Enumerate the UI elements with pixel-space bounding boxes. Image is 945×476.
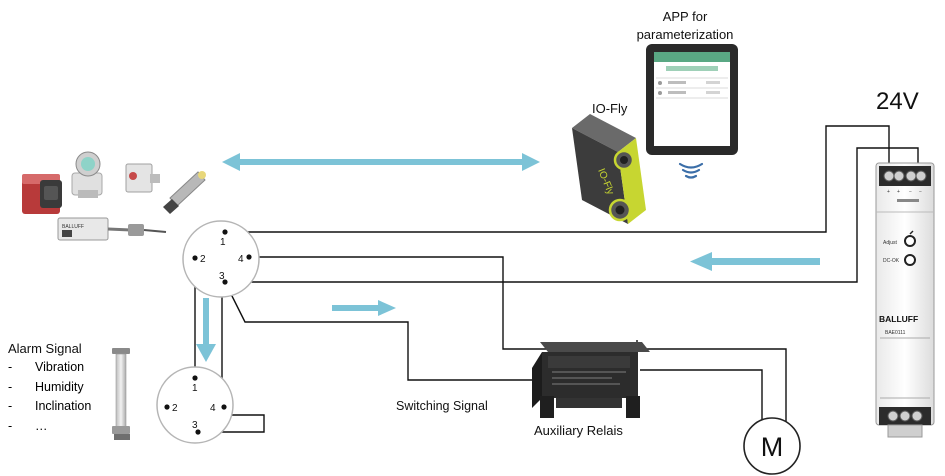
sensor-group: BALLUFF	[22, 151, 206, 241]
square-sensor	[125, 163, 160, 193]
power-supply-unit: + + − − Adjust DC-OK BALLUFF BAE0111	[875, 162, 935, 438]
pin-1-dot	[222, 229, 228, 235]
pin-1-label: 1	[192, 383, 198, 394]
list-item-text: Vibration	[35, 360, 85, 374]
pin-2-label: 2	[200, 254, 206, 265]
pin-1-dot	[192, 375, 198, 381]
wire-pin1-to-24v-plus	[225, 125, 890, 233]
terminal-mark-4: −	[919, 189, 922, 195]
list-dash: -	[8, 379, 13, 394]
pin-3-label: 3	[219, 271, 225, 282]
wire-pin3-to-switching	[224, 281, 540, 381]
alarm-signal-list: -Vibration -Humidity -Inclination -…	[8, 360, 91, 438]
arrows	[196, 153, 820, 362]
adjust-knob	[904, 235, 916, 247]
pin-2-dot	[164, 404, 170, 410]
arrow-from-power-supply	[690, 252, 820, 271]
pin-4-label: 4	[210, 403, 216, 414]
pin-3-dot	[222, 279, 228, 285]
alarm-signal-title: Alarm Signal	[8, 341, 82, 356]
ps-brand: BALLUFF	[879, 314, 918, 324]
adjust-label: Adjust	[883, 240, 898, 246]
list-item-text: …	[35, 418, 48, 433]
wire-relais-to-motor-right	[637, 348, 787, 422]
app-title-line2: parameterization	[636, 27, 734, 42]
auxiliary-relais	[532, 342, 650, 418]
connector-top: 1 2 3 4	[182, 220, 260, 298]
wire-pin3-to-bottom-connector	[198, 288, 265, 433]
list-item-text: Humidity	[35, 379, 84, 394]
app-title: APP for parameterization	[610, 8, 760, 44]
sensor-brand-text: BALLUFF	[62, 224, 84, 230]
wire-relais-to-motor-left	[640, 369, 763, 422]
terminal-mark-1: +	[887, 189, 890, 195]
list-dash: -	[8, 399, 13, 413]
list-item: -…	[8, 419, 91, 439]
terminal-mark-3: −	[909, 189, 912, 195]
arrow-switching	[332, 300, 396, 316]
pressure-sensor	[71, 151, 103, 198]
pin-4-label: 4	[238, 254, 244, 265]
connector-bottom: 1 2 3 4	[156, 366, 234, 444]
ps-model: BAE0111	[885, 330, 906, 336]
list-item: - Vibration	[8, 360, 91, 380]
pin-4-dot	[246, 254, 252, 260]
io-fly-device: IO-Fly	[572, 114, 646, 224]
list-item: - Inclination	[8, 399, 91, 419]
list-item: - Humidity	[8, 380, 91, 400]
wires	[194, 125, 919, 433]
wire-pin4-to-relais	[249, 256, 638, 350]
list-dash: -	[8, 360, 13, 374]
auxiliary-relais-label: Auxiliary Relais	[534, 423, 623, 438]
motor-label: M	[761, 432, 784, 462]
wire-pin3-to-24v-minus	[225, 147, 919, 283]
pin-2-dot	[192, 255, 198, 261]
signal-tower-light	[112, 348, 130, 440]
list-dash: -	[8, 418, 13, 433]
voltage-label: 24V	[876, 88, 919, 115]
pin-2-label: 2	[172, 403, 178, 414]
cylindrical-inductive-sensor	[163, 171, 206, 214]
terminal-mark-2: +	[897, 189, 900, 195]
pin-4-dot	[221, 404, 227, 410]
app-title-line1: APP for	[662, 9, 708, 24]
motor: M	[743, 417, 801, 475]
double-arrow-sensors-iofly	[222, 153, 540, 171]
dc-ok-label: DC-OK	[883, 258, 900, 264]
list-item-text: Inclination	[35, 399, 92, 413]
dc-ok-led	[904, 254, 916, 266]
pin-1-label: 1	[220, 237, 226, 248]
switching-signal-label: Switching Signal	[396, 399, 488, 413]
tablet-device	[646, 44, 738, 155]
io-fly-label: IO-Fly	[592, 101, 628, 116]
cable-sensor: BALLUFF	[57, 217, 167, 241]
red-photoelectric-sensor	[22, 174, 62, 214]
wifi-icon	[678, 162, 704, 179]
pin-3-label: 3	[192, 420, 198, 431]
pin-3-dot	[195, 429, 201, 435]
arrow-down-to-alarm	[196, 298, 216, 362]
